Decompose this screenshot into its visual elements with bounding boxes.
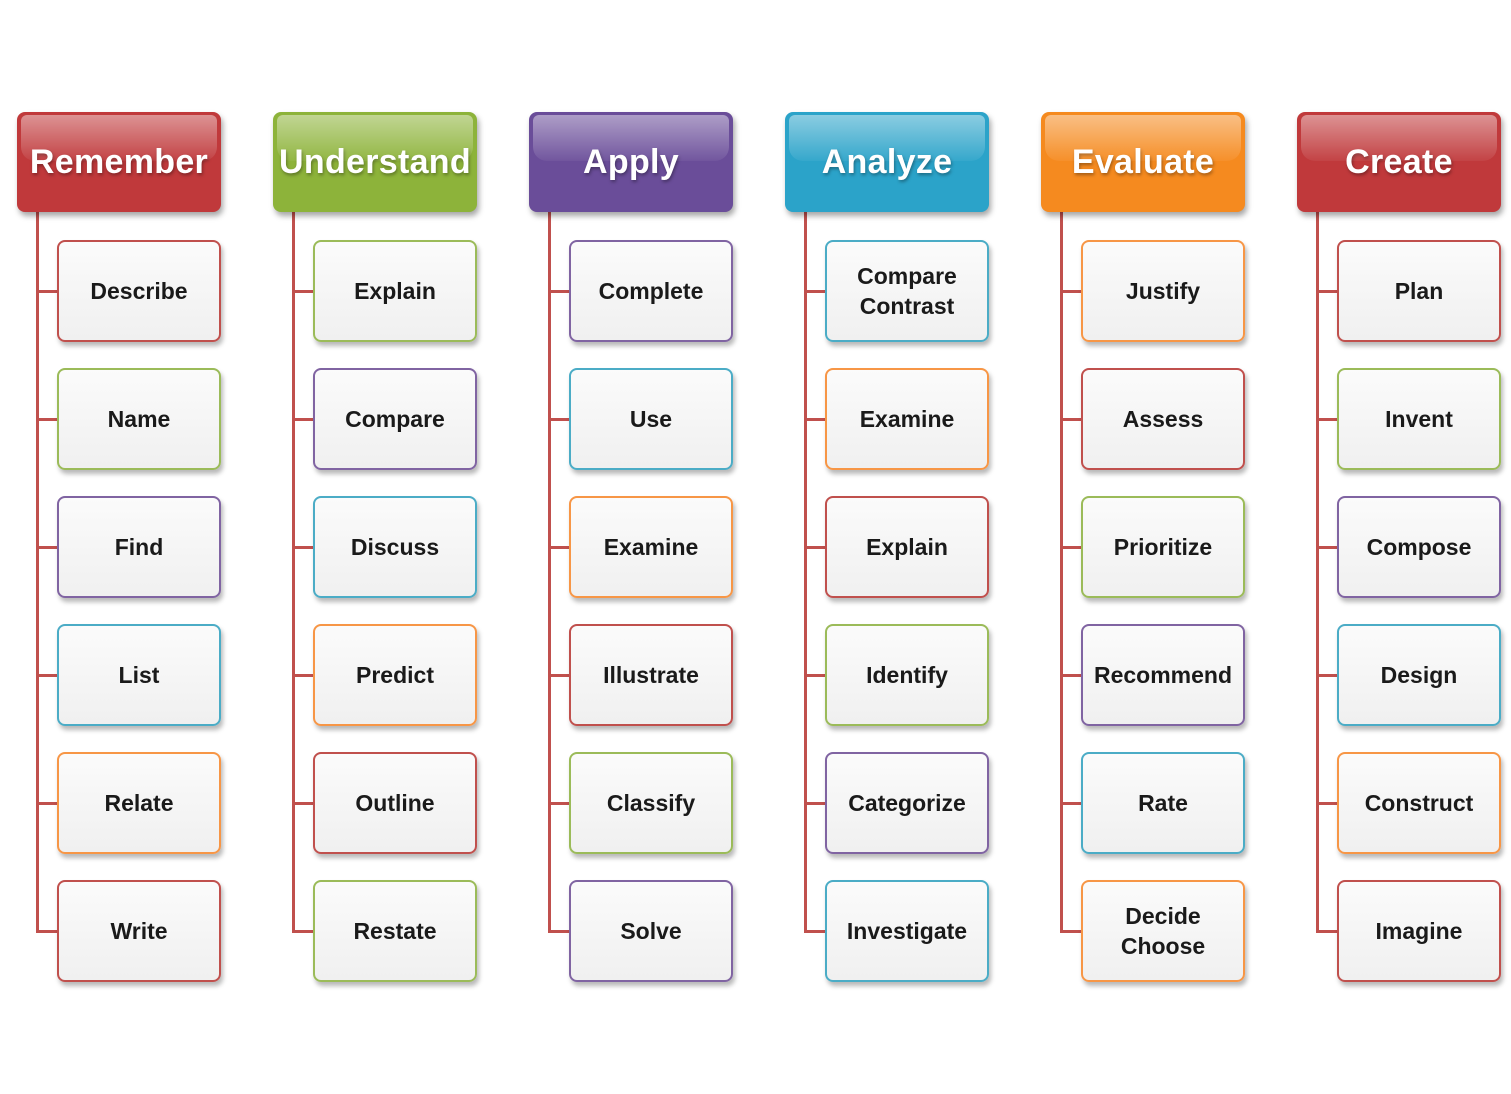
connector-trunk — [1316, 212, 1319, 932]
verb-box: Prioritize — [1081, 496, 1245, 598]
connector-trunk — [804, 212, 807, 932]
connector-branch — [548, 418, 569, 421]
connector-branch — [1316, 290, 1337, 293]
verb-box: Categorize — [825, 752, 989, 854]
connector-branch — [804, 290, 825, 293]
verb-box: Invent — [1337, 368, 1501, 470]
verb-box: Design — [1337, 624, 1501, 726]
verb-box: Classify — [569, 752, 733, 854]
verb-box: Find — [57, 496, 221, 598]
connector-branch — [292, 290, 313, 293]
verb-box: Solve — [569, 880, 733, 982]
connector-branch — [36, 290, 57, 293]
verb-box: List — [57, 624, 221, 726]
verb-box: Construct — [1337, 752, 1501, 854]
connector-branch — [1316, 930, 1337, 933]
connector-branch — [548, 802, 569, 805]
connector-branch — [1060, 802, 1081, 805]
connector-branch — [292, 546, 313, 549]
connector-branch — [548, 546, 569, 549]
connector-branch — [804, 674, 825, 677]
connector-branch — [292, 674, 313, 677]
verb-box: Identify — [825, 624, 989, 726]
connector-branch — [292, 802, 313, 805]
verb-box: Predict — [313, 624, 477, 726]
verb-box: Compose — [1337, 496, 1501, 598]
column-header: Remember — [17, 112, 221, 212]
column-header: Analyze — [785, 112, 989, 212]
verb-box: Compare — [313, 368, 477, 470]
connector-branch — [804, 546, 825, 549]
verb-box: Write — [57, 880, 221, 982]
connector-trunk — [292, 212, 295, 932]
column-header: Understand — [273, 112, 477, 212]
verb-box: Discuss — [313, 496, 477, 598]
connector-branch — [36, 674, 57, 677]
connector-branch — [36, 930, 57, 933]
verb-box: Examine — [569, 496, 733, 598]
column-header: Apply — [529, 112, 733, 212]
connector-branch — [1060, 930, 1081, 933]
verb-box: Rate — [1081, 752, 1245, 854]
connector-branch — [36, 802, 57, 805]
connector-trunk — [36, 212, 39, 932]
connector-branch — [292, 418, 313, 421]
connector-branch — [1060, 290, 1081, 293]
connector-branch — [548, 290, 569, 293]
connector-branch — [36, 546, 57, 549]
connector-branch — [1316, 546, 1337, 549]
verb-box: Describe — [57, 240, 221, 342]
connector-branch — [1060, 546, 1081, 549]
verb-box: Relate — [57, 752, 221, 854]
verb-box: Justify — [1081, 240, 1245, 342]
connector-branch — [1060, 674, 1081, 677]
verb-box: Assess — [1081, 368, 1245, 470]
verb-box: Outline — [313, 752, 477, 854]
connector-branch — [292, 930, 313, 933]
verb-box: Compare Contrast — [825, 240, 989, 342]
verb-box: Decide Choose — [1081, 880, 1245, 982]
verb-box: Explain — [313, 240, 477, 342]
verb-box: Illustrate — [569, 624, 733, 726]
connector-branch — [1316, 674, 1337, 677]
verb-box: Name — [57, 368, 221, 470]
connector-branch — [1316, 802, 1337, 805]
column-header: Evaluate — [1041, 112, 1245, 212]
connector-branch — [548, 674, 569, 677]
connector-trunk — [1060, 212, 1063, 932]
connector-branch — [804, 418, 825, 421]
connector-branch — [36, 418, 57, 421]
verb-box: Plan — [1337, 240, 1501, 342]
connector-branch — [1060, 418, 1081, 421]
connector-branch — [804, 802, 825, 805]
verb-box: Investigate — [825, 880, 989, 982]
connector-branch — [1316, 418, 1337, 421]
verb-box: Recommend — [1081, 624, 1245, 726]
verb-box: Complete — [569, 240, 733, 342]
connector-branch — [548, 930, 569, 933]
connector-branch — [804, 930, 825, 933]
verb-box: Imagine — [1337, 880, 1501, 982]
verb-box: Examine — [825, 368, 989, 470]
verb-box: Explain — [825, 496, 989, 598]
verb-box: Use — [569, 368, 733, 470]
column-header: Create — [1297, 112, 1501, 212]
connector-trunk — [548, 212, 551, 932]
verb-box: Restate — [313, 880, 477, 982]
